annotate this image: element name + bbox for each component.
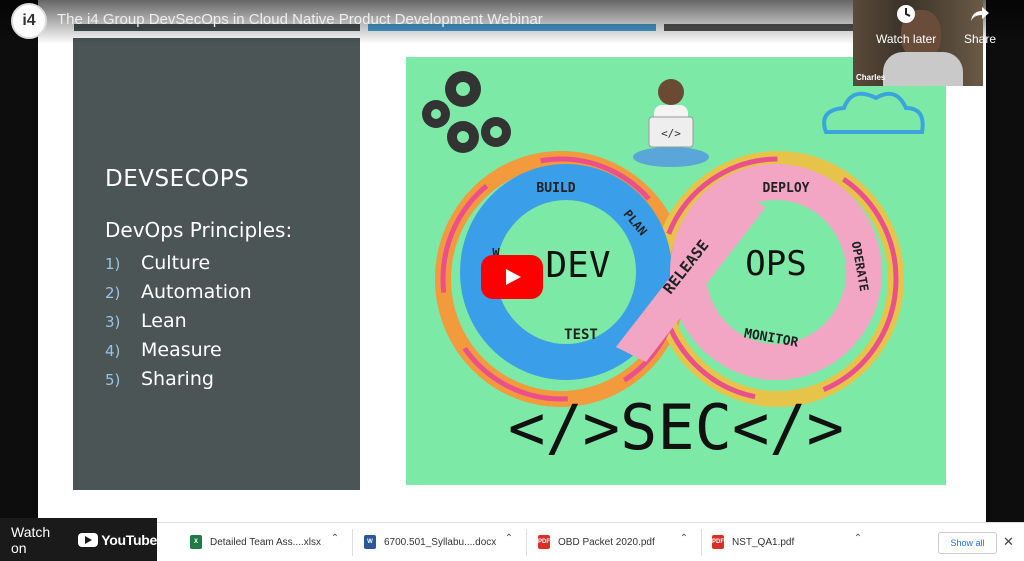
svg-text:BUILD: BUILD [536,181,575,196]
divider [352,529,353,556]
principle-number: 5) [105,371,121,389]
principle-item: 5) Sharing [105,368,252,397]
divider [701,529,702,556]
play-button[interactable] [481,255,543,299]
download-filename: OBD Packet 2020.pdf [558,536,655,548]
watch-later-label: Watch later [876,32,937,46]
principle-label: Measure [141,339,222,361]
svg-text:</>SEC</>: </>SEC</> [508,391,844,464]
slide-heading: DEVSECOPS [105,166,250,192]
download-filename: NST_QA1.pdf [732,536,795,548]
download-item[interactable]: X Detailed Team Ass....xlsx [190,531,321,553]
principle-label: Automation [141,281,252,303]
principle-label: Lean [141,310,187,332]
principle-label: Culture [141,252,211,274]
chevron-up-icon[interactable]: ⌃ [853,533,863,544]
principle-number: 3) [105,313,121,331]
download-item[interactable]: PDF OBD Packet 2020.pdf [538,531,655,553]
presenter-shirt [883,52,963,86]
chevron-up-icon[interactable]: ⌃ [504,533,514,544]
divider [526,529,527,556]
principle-item: 4) Measure [105,339,252,368]
watch-on-label: Watch on [11,523,51,556]
word-file-icon: W [364,535,376,549]
share-button[interactable]: Share [964,4,996,46]
webcam-participant-name: Charles [856,73,886,82]
share-icon [971,7,990,21]
download-item[interactable]: W 6700.501_Syllabu....docx [364,531,496,553]
show-all-button[interactable]: Show all [938,532,997,554]
svg-text:DEPLOY: DEPLOY [763,181,810,196]
svg-text:DEV: DEV [545,245,610,286]
play-icon [506,269,521,285]
clock-icon [897,5,916,23]
gears-icon [422,71,511,153]
slide-subheading: DevOps Principles: [105,218,293,242]
watch-later-button[interactable]: Watch later [876,4,936,46]
cloud-icon [822,91,925,134]
youtube-logo: YouTube [78,532,157,548]
pdf-file-icon: PDF [538,535,550,549]
principles-list: 1) Culture 2) Automation 3) Lean 4) Measure 5) Sh… [105,252,252,397]
excel-file-icon: X [190,535,202,549]
chevron-up-icon[interactable]: ⌃ [679,533,689,544]
video-title-link[interactable]: The i4 Group DevSecOps in Cloud Native P… [57,11,543,28]
download-item[interactable]: PDF NST_QA1.pdf [712,531,794,553]
principle-number: 1) [105,255,121,273]
principle-label: Sharing [141,368,214,390]
svg-text:OPS: OPS [745,244,806,284]
watch-on-youtube-button[interactable]: Watch on YouTube [0,518,157,561]
close-icon[interactable]: ✕ [1003,534,1014,549]
infinity-loop-illustration: </> BUILD PLAN DEV TEST W RELEASE DE [422,71,925,464]
person-with-laptop-icon: </> [633,79,709,167]
download-filename: Detailed Team Ass....xlsx [210,536,321,548]
chevron-up-icon[interactable]: ⌃ [330,533,340,544]
download-filename: 6700.501_Syllabu....docx [384,536,497,548]
principle-item: 2) Automation [105,281,252,310]
channel-avatar[interactable]: i4 [11,3,47,39]
youtube-play-icon [78,532,99,547]
youtube-wordmark: YouTube [101,531,157,548]
principles-panel: DEVSECOPS DevOps Principles: 1) Culture 2)… [73,38,360,490]
principle-item: 1) Culture [105,252,252,281]
webcam-overlay: Charles [853,0,983,86]
pdf-file-icon: PDF [712,535,724,549]
principle-item: 3) Lean [105,310,252,339]
svg-text:TEST: TEST [564,327,598,343]
principle-number: 4) [105,342,121,360]
principle-number: 2) [105,284,121,302]
share-label: Share [964,32,997,46]
svg-text:</>: </> [661,127,681,140]
downloads-bar: X Detailed Team Ass....xlsx ⌃ W 6700.501… [0,522,1024,561]
svg-text:W: W [492,246,500,260]
